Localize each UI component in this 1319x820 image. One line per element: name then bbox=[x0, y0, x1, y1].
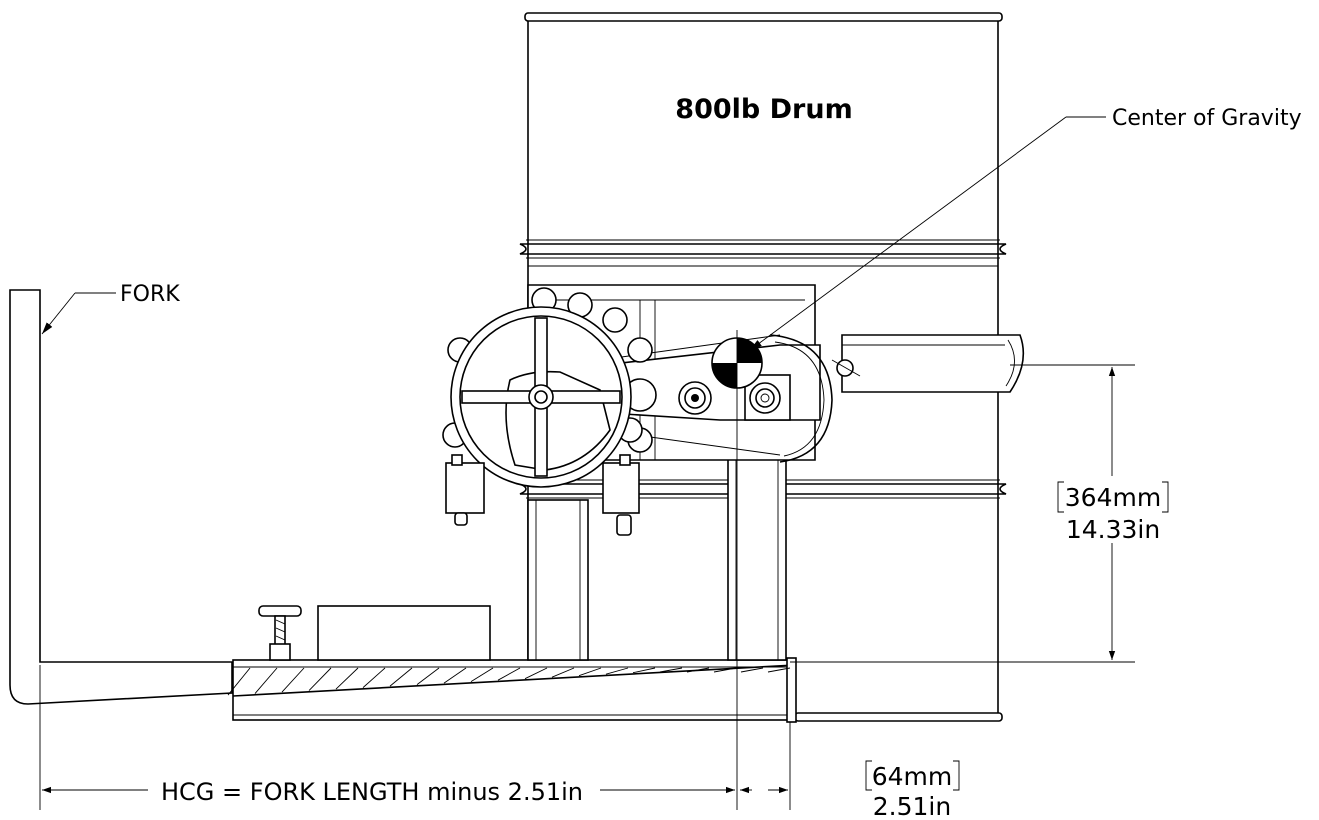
hatch-line bbox=[362, 667, 386, 688]
hatch-line bbox=[713, 667, 737, 673]
height-in-label: 14.33in bbox=[1066, 515, 1160, 544]
hatch-line bbox=[524, 667, 548, 680]
drum-title: 800lb Drum bbox=[675, 94, 852, 125]
hatch-line bbox=[281, 667, 305, 693]
hcg-dimension bbox=[39, 665, 960, 810]
cog-leader bbox=[749, 116, 1106, 351]
offset-in-label: 2.51in bbox=[873, 792, 951, 820]
hatch-line bbox=[470, 667, 494, 683]
hatch-line bbox=[254, 667, 278, 694]
hatch-line bbox=[767, 667, 791, 673]
offset-mm-label: 64mm bbox=[872, 762, 953, 791]
fork-leader bbox=[41, 292, 116, 335]
hatch-line bbox=[416, 667, 440, 685]
hatch-line bbox=[497, 667, 521, 681]
hatch-line bbox=[740, 667, 764, 673]
hatch-line bbox=[659, 667, 683, 673]
center-of-gravity-symbol bbox=[711, 330, 763, 810]
hcg-formula-label: HCG = FORK LENGTH minus 2.51in bbox=[161, 778, 583, 806]
hatch-line bbox=[578, 667, 602, 677]
hatch-line bbox=[389, 667, 413, 687]
hatch-line bbox=[632, 667, 656, 674]
hand-wheel bbox=[442, 287, 657, 536]
hatch-line bbox=[443, 667, 467, 684]
hatch-line bbox=[308, 667, 332, 691]
fork-sleeve bbox=[227, 605, 797, 723]
center-of-gravity-label: Center of Gravity bbox=[1112, 106, 1302, 131]
height-mm-label: 364mm bbox=[1065, 483, 1161, 512]
fork bbox=[9, 289, 233, 705]
hatch-line bbox=[227, 667, 251, 696]
hatch-line bbox=[551, 667, 575, 678]
hatch-line bbox=[335, 667, 359, 690]
fork-label: FORK bbox=[120, 282, 180, 307]
height-dimension bbox=[790, 364, 1169, 663]
hatch-line bbox=[686, 667, 710, 673]
hatch-line bbox=[605, 667, 629, 675]
